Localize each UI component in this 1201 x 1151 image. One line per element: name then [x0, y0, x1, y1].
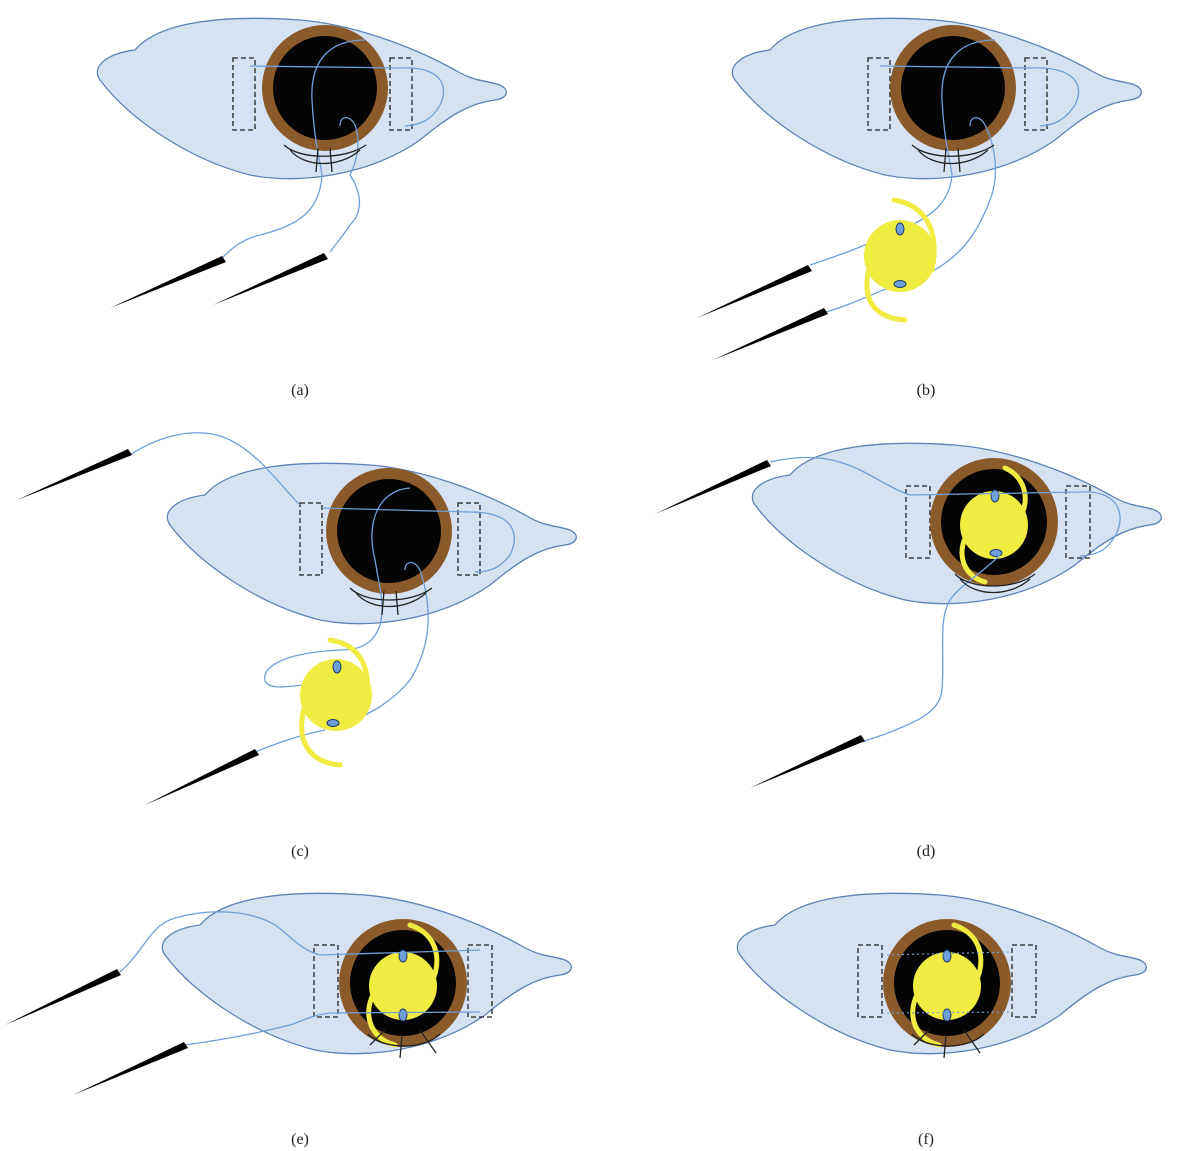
intraocular-lens — [864, 200, 936, 320]
haptic-eyelet — [943, 950, 951, 962]
needle — [17, 449, 132, 500]
panel-d — [655, 443, 1161, 788]
haptic-eyelet — [894, 281, 906, 288]
panel-label-f: (f) — [886, 1131, 966, 1149]
haptic-eyelet — [991, 490, 999, 502]
panel-label-d: (d) — [886, 843, 966, 861]
pupil — [901, 36, 1005, 140]
panel-label-c: (c) — [260, 843, 340, 861]
haptic-eyelet — [333, 661, 341, 673]
needle — [697, 265, 812, 318]
haptic-eyelet — [943, 1009, 951, 1021]
panel-label-e: (e) — [260, 1131, 340, 1149]
haptic-eyelet — [327, 720, 339, 727]
needle — [655, 460, 771, 514]
needle — [213, 253, 328, 305]
panel-label-a: (a) — [260, 382, 340, 400]
needle — [5, 969, 121, 1025]
needle — [750, 735, 865, 788]
haptic-eyelet — [399, 1009, 407, 1021]
haptic-eyelet — [896, 223, 904, 235]
panel-f — [737, 893, 1146, 1058]
panel-b — [697, 18, 1141, 360]
intraocular-lens — [300, 640, 372, 765]
needle — [145, 749, 259, 805]
needle — [73, 1042, 188, 1095]
panel-a — [97, 18, 506, 308]
needle — [110, 256, 226, 308]
panel-label-b: (b) — [886, 382, 966, 400]
pupil — [273, 36, 377, 140]
panel-e — [5, 893, 571, 1095]
needle — [713, 308, 828, 360]
panel-c — [17, 433, 576, 805]
